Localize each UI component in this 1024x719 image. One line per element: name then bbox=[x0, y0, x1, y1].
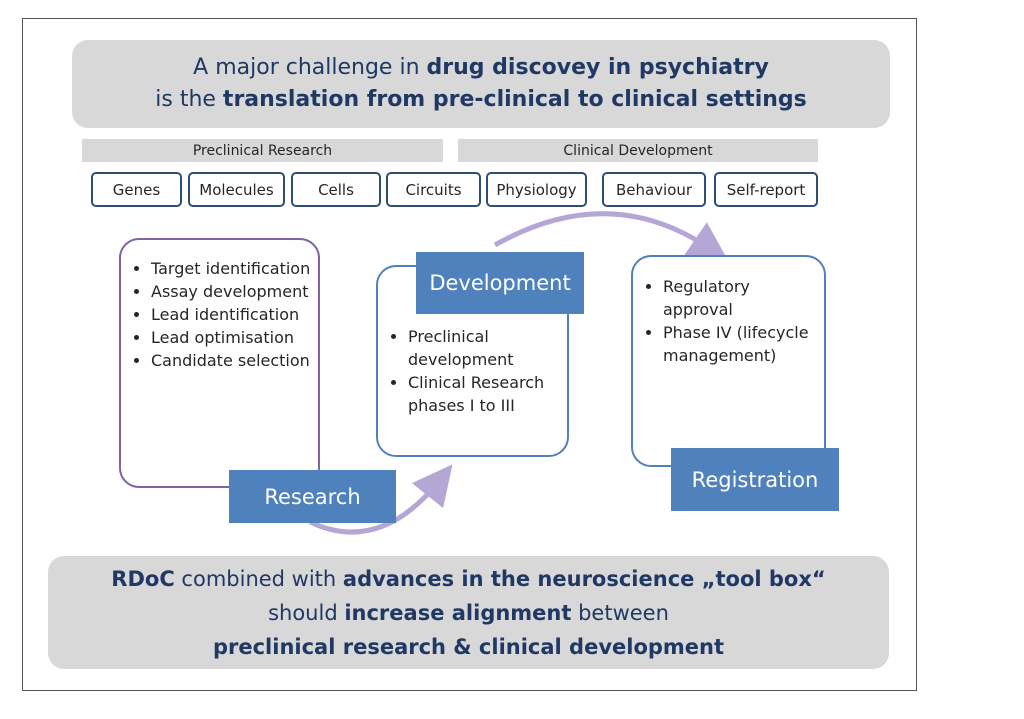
list-item: Lead identification bbox=[151, 303, 318, 326]
bottom-banner-line-1: RDoC combined with advances in the neuro… bbox=[111, 562, 825, 596]
top-banner-line-2: is the translation from pre-clinical to … bbox=[155, 84, 807, 116]
bottom-banner-line-2: should increase alignment between bbox=[268, 596, 669, 630]
arrow-development-to-registration bbox=[493, 211, 729, 262]
top-banner-line-1: A major challenge in drug discovey in ps… bbox=[193, 52, 769, 84]
top-banner-text: A major challenge in bbox=[193, 55, 427, 80]
list-item: Preclinical development bbox=[408, 325, 567, 371]
bottom-banner: RDoC combined with advances in the neuro… bbox=[48, 556, 889, 669]
chip-molecules: Molecules bbox=[188, 172, 285, 207]
chip-physiology: Physiology bbox=[486, 172, 587, 207]
bottom-banner-bold: increase alignment bbox=[344, 600, 572, 625]
chip-behaviour: Behaviour bbox=[602, 172, 706, 207]
top-banner-bold: translation from pre-clinical to clinica… bbox=[222, 87, 807, 112]
top-banner-bold: drug discovey in psychiatry bbox=[426, 55, 769, 80]
chip-self-report: Self-report bbox=[714, 172, 818, 207]
chip-genes: Genes bbox=[91, 172, 182, 207]
list-item: Target identification bbox=[151, 257, 318, 280]
preclinical-research-bar: Preclinical Research bbox=[82, 139, 443, 162]
top-banner-text: is the bbox=[155, 87, 223, 112]
bottom-banner-text: between bbox=[571, 600, 669, 625]
research-panel: Target identification Assay development … bbox=[119, 238, 320, 488]
research-stage: Research bbox=[229, 470, 396, 523]
development-stage: Development bbox=[416, 252, 584, 314]
list-item: Clinical Research phases I to III bbox=[408, 371, 567, 417]
list-item: Phase IV (lifecycle management) bbox=[663, 321, 824, 367]
development-list: Preclinical development Clinical Researc… bbox=[378, 325, 567, 417]
bottom-banner-bold: RDoC bbox=[111, 566, 175, 591]
chip-circuits: Circuits bbox=[386, 172, 481, 207]
bottom-banner-bold: preclinical research & clinical developm… bbox=[212, 634, 725, 659]
list-item: Lead optimisation bbox=[151, 326, 318, 349]
registration-stage: Registration bbox=[671, 448, 839, 511]
bottom-banner-text: combined with bbox=[174, 566, 343, 591]
arrow-research-to-development bbox=[308, 464, 453, 535]
bottom-banner-line-3: preclinical research & clinical developm… bbox=[213, 630, 724, 664]
registration-panel: Regulatory approval Phase IV (lifecycle … bbox=[631, 255, 826, 467]
clinical-development-bar: Clinical Development bbox=[458, 139, 818, 162]
bottom-banner-bold: advances in the neuroscience „tool box“ bbox=[342, 566, 826, 591]
list-item: Regulatory approval bbox=[663, 275, 824, 321]
top-banner: A major challenge in drug discovey in ps… bbox=[72, 40, 890, 128]
list-item: Assay development bbox=[151, 280, 318, 303]
bottom-banner-text: should bbox=[268, 600, 345, 625]
registration-list: Regulatory approval Phase IV (lifecycle … bbox=[633, 275, 824, 367]
list-item: Candidate selection bbox=[151, 349, 318, 372]
research-list: Target identification Assay development … bbox=[121, 257, 318, 372]
chip-cells: Cells bbox=[291, 172, 381, 207]
